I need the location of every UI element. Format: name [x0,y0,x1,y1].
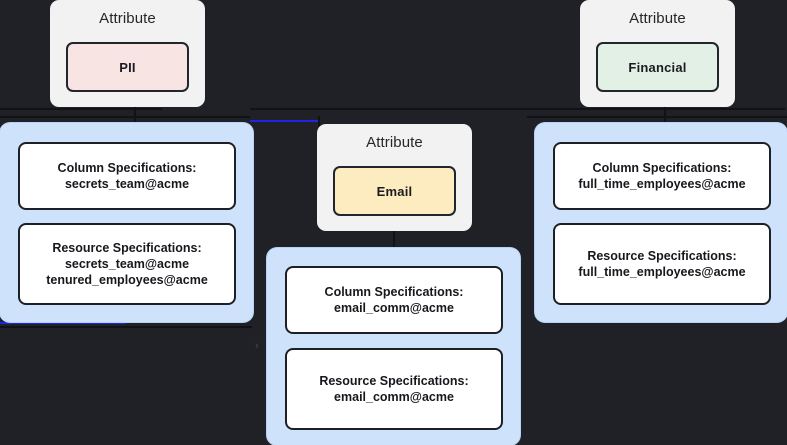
edge-highlight-top [250,120,318,122]
spec-box-value: secrets_team@acme [64,257,190,271]
spec-box-value: email_comm@acme [334,301,454,315]
spec-box-resource-specifications[interactable]: Resource Specifications: email_comm@acme [285,348,503,430]
chevron-right-icon[interactable]: › [255,340,259,352]
attribute-chip-label: Financial [628,59,687,75]
attribute-chip-label: PII [119,59,136,75]
spec-box-resource-specifications[interactable]: Resource Specifications: full_time_emplo… [553,223,771,305]
attribute-chip-financial[interactable]: Financial [596,42,719,92]
spec-group-email: Column Specifications: email_comm@acme R… [267,248,520,445]
attribute-card-email[interactable]: Attribute Email [317,124,472,231]
edge-bottom-left-bus [0,326,252,328]
edge-main-bus [250,108,785,110]
edge-highlight-bottom [0,322,126,324]
spec-group-pii: Column Specifications: secrets_team@acme… [0,123,253,322]
attribute-chip-pii[interactable]: PII [66,42,189,92]
spec-box-value: full_time_employees@acme [578,265,746,279]
spec-box-column-specifications[interactable]: Column Specifications: secrets_team@acme [18,142,236,210]
spec-box-value: full_time_employees@acme [578,177,746,191]
edge-pii-top-bus [0,108,162,110]
edge-financial-drop [664,104,666,122]
edge-right-bus [527,116,787,118]
spec-box-value: tenured_employees@acme [46,273,208,287]
edge-email-feed [318,116,320,126]
spec-box-value: email_comm@acme [334,390,454,404]
spec-box-heading: Resource Specifications: [52,241,202,255]
attribute-card-title: Attribute [629,10,686,27]
spec-box-heading: Resource Specifications: [587,249,737,263]
attribute-card-title: Attribute [99,10,156,27]
attribute-card-financial[interactable]: Attribute Financial [580,0,735,107]
spec-box-heading: Column Specifications: [324,285,464,299]
spec-box-column-specifications[interactable]: Column Specifications: email_comm@acme [285,266,503,334]
spec-box-heading: Column Specifications: [57,161,197,175]
spec-box-value: secrets_team@acme [64,177,190,191]
attribute-chip-email[interactable]: Email [333,166,456,216]
attribute-card-pii[interactable]: Attribute PII [50,0,205,107]
attribute-chip-label: Email [376,183,413,199]
edge-pii-drop [134,104,136,122]
spec-box-column-specifications[interactable]: Column Specifications: full_time_employe… [553,142,771,210]
attribute-card-title: Attribute [366,134,423,151]
edge-pii-lower-bus [0,116,250,118]
spec-group-financial: Column Specifications: full_time_employe… [535,123,787,322]
spec-box-heading: Resource Specifications: [319,374,469,388]
spec-box-resource-specifications[interactable]: Resource Specifications: secrets_team@ac… [18,223,236,305]
edge-email-drop [393,228,395,250]
spec-box-heading: Column Specifications: [592,161,732,175]
